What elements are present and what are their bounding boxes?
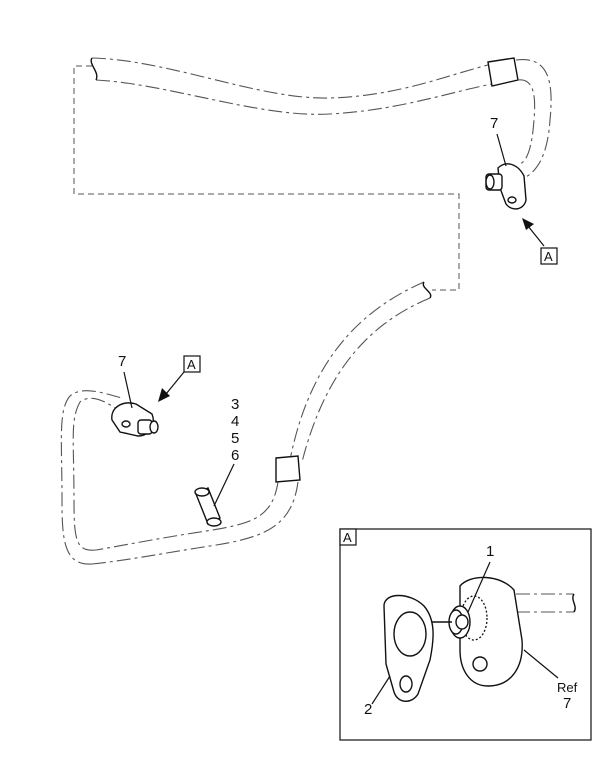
callout-3: 3 — [231, 396, 239, 413]
view-ref-top-label: A — [544, 249, 553, 264]
callout-6: 6 — [231, 447, 239, 464]
detail-ref-label: Ref — [557, 680, 578, 695]
upper-tube — [90, 57, 552, 179]
detail-view-label: A — [343, 530, 352, 545]
callout-4: 4 — [231, 413, 239, 430]
callout-7-left: 7 — [118, 353, 133, 409]
detail-item-1: 1 — [486, 543, 494, 560]
view-ref-left-label: A — [187, 357, 196, 372]
lower-fitting — [111, 402, 159, 437]
callout-7-left-label: 7 — [118, 353, 126, 370]
detail-view-a: A 1 2 Ref 7 — [339, 528, 592, 741]
view-arrow-top: A — [522, 218, 558, 265]
callout-5: 5 — [231, 430, 239, 447]
callout-7-top-label: 7 — [490, 115, 498, 132]
detail-item-2: 2 — [364, 701, 372, 718]
lower-tube — [60, 281, 432, 565]
callout-3-6: 3 4 5 6 — [213, 396, 239, 507]
view-arrow-left: A — [158, 355, 201, 402]
break-connector — [73, 65, 460, 291]
callout-7-top: 7 — [490, 115, 507, 167]
upper-fitting — [485, 163, 527, 210]
detail-ref-item: 7 — [563, 695, 571, 712]
tee-fitting — [194, 487, 222, 527]
